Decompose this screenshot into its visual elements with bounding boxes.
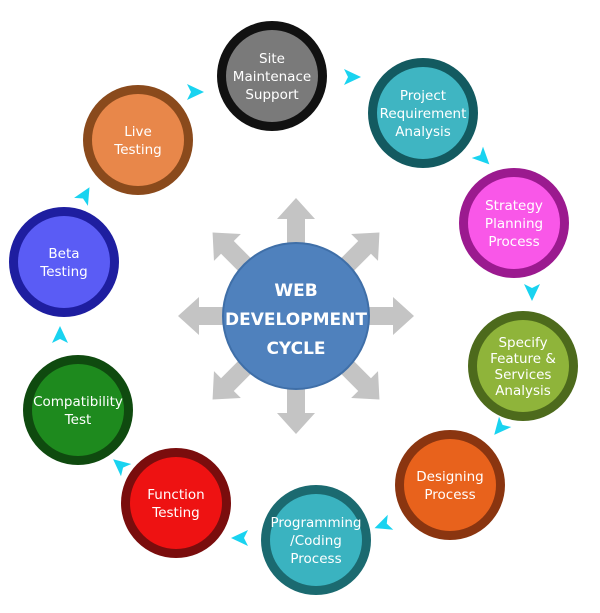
spoke-arrow-icon — [340, 360, 380, 400]
step-label-line: Strategy — [485, 198, 543, 214]
step-label-line: Process — [424, 487, 475, 503]
flow-arrow-icon — [374, 514, 394, 530]
step-label-line: Process — [290, 551, 341, 567]
step-label-line: Services — [495, 367, 552, 383]
step-label-line: Process — [488, 234, 539, 250]
flow-arrow-icon — [187, 84, 204, 100]
step-label-line: Project — [400, 88, 446, 104]
flow-arrow-icon — [74, 187, 90, 206]
step-label-line: Testing — [39, 264, 87, 280]
spoke-arrow-icon — [368, 297, 414, 335]
step-label-line: Function — [147, 487, 204, 503]
step-label-line: Compatibility — [33, 394, 123, 410]
spoke-arrow-icon — [277, 388, 315, 434]
step-label-line: Support — [245, 87, 298, 103]
step-label-line: Analysis — [395, 124, 451, 140]
step-label-line: Requirement — [380, 106, 467, 122]
spoke-arrow-icon — [277, 198, 315, 244]
spoke-arrow-icon — [212, 232, 252, 272]
flow-arrow-icon — [231, 530, 248, 546]
step-label-line: Programming — [271, 515, 362, 531]
center-title-line: DEVELOPMENT — [225, 310, 367, 330]
step-label-line: Live — [124, 124, 152, 140]
step-label-line: Planning — [485, 216, 543, 232]
flow-arrow-icon — [113, 459, 132, 477]
step-label-line: Designing — [416, 469, 484, 485]
flow-arrow-icon — [471, 146, 490, 165]
step-label-line: Feature & — [490, 351, 556, 367]
step-label-line: Test — [64, 412, 92, 428]
step-label-line: /Coding — [290, 533, 342, 549]
step-label-line: Testing — [151, 505, 199, 521]
step-label-line: Site — [259, 51, 285, 67]
spoke-arrow-icon — [340, 232, 380, 272]
center-hub: WEB DEVELOPMENT CYCLE — [222, 242, 370, 390]
step-label-line: Specify — [498, 335, 547, 351]
step-label-line: Maintenace — [233, 69, 311, 85]
step-label-line: Analysis — [495, 383, 551, 399]
spoke-arrow-icon — [178, 297, 224, 335]
center-title-line: CYCLE — [266, 339, 325, 359]
step-label-line: Testing — [113, 142, 161, 158]
flow-arrow-icon — [524, 284, 540, 301]
spoke-arrow-icon — [212, 360, 252, 400]
flow-arrow-icon — [344, 69, 361, 85]
center-title-line: WEB — [274, 281, 317, 301]
flow-arrow-icon — [52, 326, 68, 343]
flow-arrow-icon — [494, 416, 512, 435]
step-label-line: Beta — [48, 246, 79, 262]
